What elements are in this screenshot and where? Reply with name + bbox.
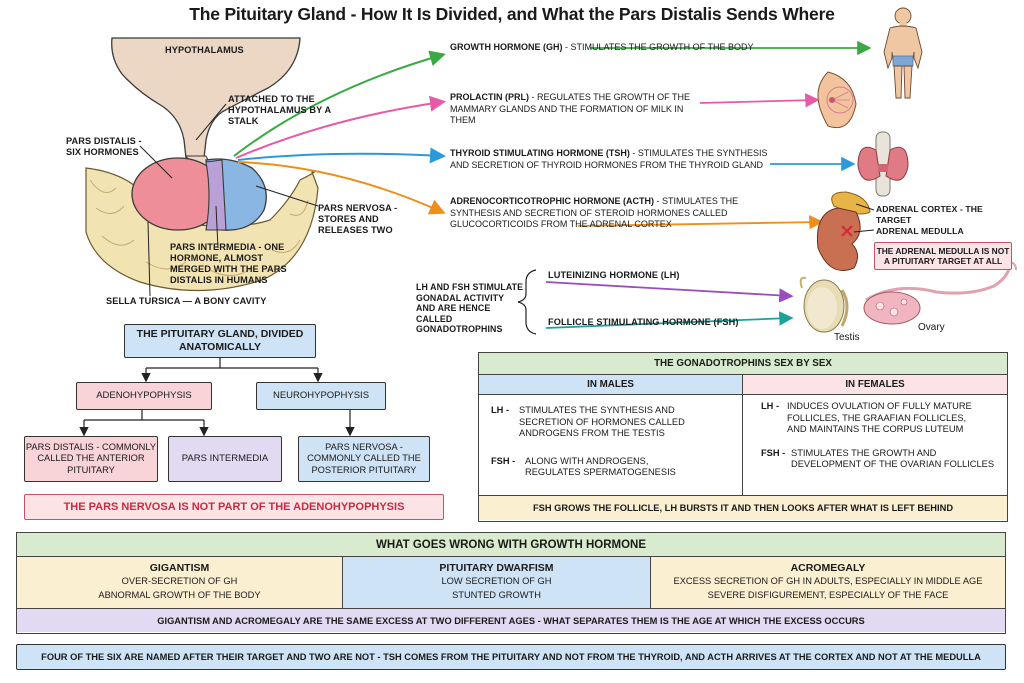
gigantism-line-2: ABNORMAL GROWTH OF THE BODY <box>98 589 261 600</box>
gigantism-title: GIGANTISM <box>149 562 210 574</box>
growth-hormone-footer: GIGANTISM AND ACROMEGALY ARE THE SAME EX… <box>17 609 1005 632</box>
flowchart-connectors <box>79 358 355 437</box>
females-lh-row: LH - INDUCES OVULATION OF FULLY MATURE F… <box>761 401 999 436</box>
hormone-gh: GROWTH HORMONE (GH) - STIMULATES THE GRO… <box>450 42 830 54</box>
testis-label: Testis <box>834 332 860 343</box>
females-lh-tag: LH - <box>761 401 780 411</box>
females-fsh-text: STIMULATES THE GROWTH AND DEVELOPMENT OF… <box>791 447 995 470</box>
neurohypophysis-box: NEUROHYPOPHYSIS <box>256 382 386 410</box>
kidney-adrenal-icon <box>816 191 871 271</box>
hypothalamus-illustration <box>111 37 301 159</box>
hormone-prl-name: PROLACTIN (PRL) <box>450 92 529 102</box>
acromegaly-line-1: EXCESS SECRETION OF GH IN ADULTS, ESPECI… <box>673 576 983 586</box>
females-column: LH - INDUCES OVULATION OF FULLY MATURE F… <box>743 395 1007 495</box>
acromegaly-title: ACROMEGALY <box>790 562 866 574</box>
females-fsh-tag: FSH - <box>761 447 786 458</box>
ovary-label: Ovary <box>918 322 945 333</box>
adenohypophysis-box: ADENOHYPOPHYSIS <box>76 382 212 410</box>
males-lh-text: STIMULATES THE SYNTHESIS AND SECRETION O… <box>519 405 685 438</box>
males-fsh-row: FSH - ALONG WITH ANDROGENS, REGULATES SP… <box>491 456 734 479</box>
acromegaly-line-2: SEVERE DISFIGUREMENT, ESPECIALLY OF THE … <box>707 589 949 600</box>
human-body-icon <box>883 7 923 99</box>
growth-hormone-table: WHAT GOES WRONG WITH GROWTH HORMONE GIGA… <box>16 532 1006 634</box>
stalk-label: ATTACHED TO THE HYPOTHALAMUS BY A STALK <box>228 94 331 126</box>
hormone-tsh: THYROID STIMULATING HORMONE (TSH) - STIM… <box>450 148 780 171</box>
adenohypophysis-note: THE PARS NERVOSA IS NOT PART OF THE ADEN… <box>24 494 444 520</box>
hormone-prl: PROLACTIN (PRL) - REGULATES THE GROWTH O… <box>450 92 710 127</box>
pars-distalis-label: PARS DISTALIS - SIX HORMONES <box>66 136 142 157</box>
hormone-gh-name: GROWTH HORMONE (GH) <box>450 42 563 52</box>
females-fsh-row: FSH - STIMULATES THE GROWTH AND DEVELOPM… <box>761 448 999 471</box>
breast-icon <box>817 71 857 129</box>
gonadotrophins-table: THE GONADOTROPHINS SEX BY SEX IN MALES I… <box>478 352 1008 522</box>
hypothalamus-label: HYPOTHALAMUS <box>165 45 244 55</box>
males-fsh-tag: FSH - <box>491 455 516 466</box>
testis-icon <box>799 276 849 333</box>
lh-label: LUTEINIZING HORMONE (LH) <box>548 270 680 280</box>
acromegaly-cell: ACROMEGALY EXCESS SECRETION OF GH IN ADU… <box>651 557 1005 608</box>
dwarfism-title: PITUITARY DWARFISM <box>439 562 554 574</box>
gonadotrophins-table-title: THE GONADOTROPHINS SEX BY SEX <box>479 353 1007 375</box>
growth-hormone-title: WHAT GOES WRONG WITH GROWTH HORMONE <box>17 533 1005 557</box>
gigantism-line-1: OVER-SECRETION OF GH <box>121 576 238 586</box>
fsh-label: FOLLICLE STIMULATING HORMONE (FSH) <box>548 317 739 327</box>
hormone-acth-desc: - STIMULATES THE SYNTHESIS AND SECRETION… <box>450 196 739 229</box>
bottom-note: FOUR OF THE SIX ARE NAMED AFTER THEIR TA… <box>16 644 1006 670</box>
males-lh-row: LH - STIMULATES THE SYNTHESIS AND SECRET… <box>491 405 734 440</box>
adrenal-medulla-note: THE ADRENAL MEDULLA IS NOT A PITUITARY T… <box>874 242 1012 270</box>
males-fsh-text: ALONG WITH ANDROGENS, REGULATES SPERMATO… <box>525 455 676 478</box>
hormone-acth: ADRENOCORTICOTROPHIC HORMONE (ACTH) - ST… <box>450 196 790 231</box>
page-title: The Pituitary Gland - How It Is Divided,… <box>189 4 835 24</box>
adrenal-medulla-label: ADRENAL MEDULLA <box>876 226 964 236</box>
females-header: IN FEMALES <box>743 375 1007 394</box>
males-column: LH - STIMULATES THE SYNTHESIS AND SECRET… <box>479 395 743 495</box>
dwarfism-cell: PITUITARY DWARFISM LOW SECRETION OF GH S… <box>343 557 651 608</box>
hormone-tsh-desc: - STIMULATES THE SYNTHESIS AND SECRETION… <box>450 148 768 170</box>
adrenal-cortex-label: ADRENAL CORTEX - THE TARGET <box>876 204 983 225</box>
males-lh-tag: LH - <box>491 405 510 415</box>
gonadotrophins-brace-text: LH AND FSH STIMULATE GONADAL ACTIVITY AN… <box>416 282 524 334</box>
dwarfism-line-1: LOW SECRETION OF GH <box>441 576 552 586</box>
females-lh-text: INDUCES OVULATION OF FULLY MATURE FOLLIC… <box>787 401 972 434</box>
pituitary-lobes-illustration <box>131 155 267 231</box>
division-root-box: THE PITUITARY GLAND, DIVIDED ANATOMICALL… <box>124 324 316 358</box>
hormone-tsh-name: THYROID STIMULATING HORMONE (TSH) <box>450 148 630 158</box>
pars-intermedia-box: PARS INTERMEDIA <box>168 436 282 482</box>
hormone-gh-desc: - STIMULATES THE GROWTH OF THE BODY <box>562 42 754 52</box>
gonadotrophins-footer: FSH GROWS THE FOLLICLE, LH BURSTS IT AND… <box>479 495 1007 520</box>
pars-nervosa-box: PARS NERVOSA - COMMONLY CALLED THE POSTE… <box>298 436 430 482</box>
pars-distalis-box: PARS DISTALIS - COMMONLY CALLED THE ANTE… <box>24 436 158 482</box>
pars-intermedia-label: PARS INTERMEDIA - ONE HORMONE, ALMOST ME… <box>170 242 287 285</box>
pars-nervosa-label: PARS NERVOSA - STORES AND RELEASES TWO <box>318 203 398 235</box>
hormone-acth-name: ADRENOCORTICOTROPHIC HORMONE (ACTH) <box>450 196 654 206</box>
dwarfism-line-2: STUNTED GROWTH <box>452 589 541 600</box>
gigantism-cell: GIGANTISM OVER-SECRETION OF GH ABNORMAL … <box>17 557 343 608</box>
sella-tursica-label: SELLA TURSICA — A BONY CAVITY <box>106 296 267 306</box>
thyroid-icon <box>857 131 909 197</box>
males-header: IN MALES <box>479 375 743 394</box>
hormone-prl-desc: - REGULATES THE GROWTH OF THE MAMMARY GL… <box>450 92 691 125</box>
